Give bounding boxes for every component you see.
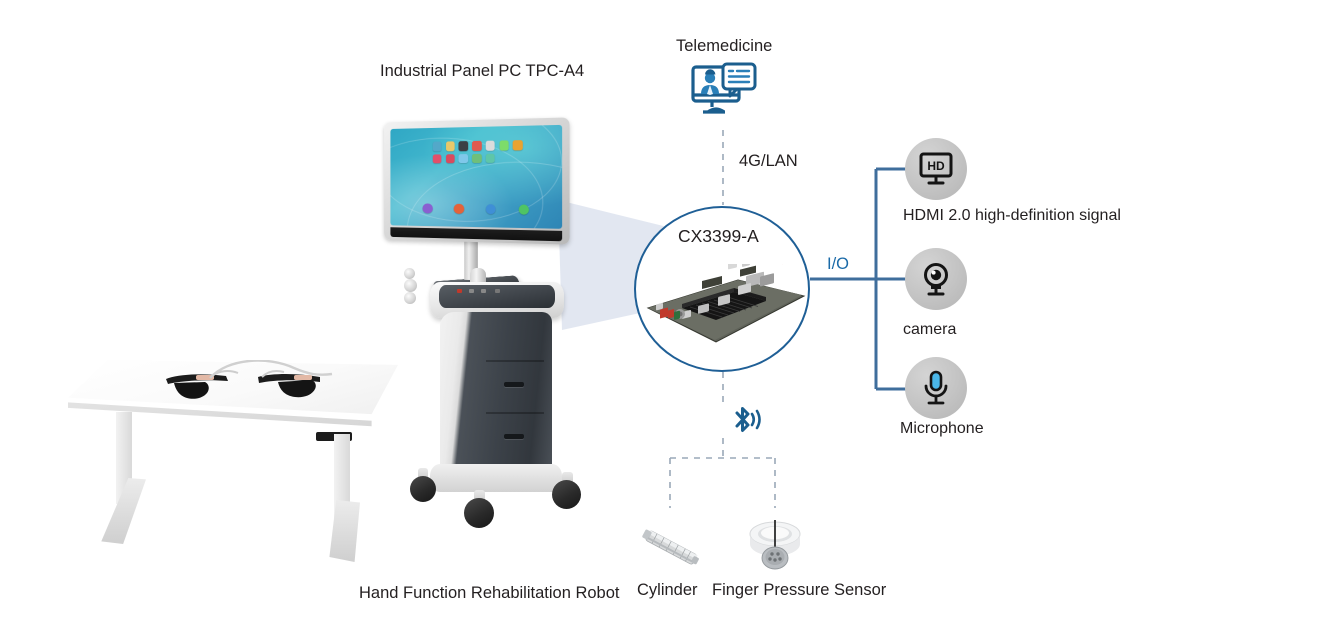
caster-wheel [464, 498, 494, 528]
cart-base-plate [430, 464, 562, 492]
panel-pc-label: Industrial Panel PC TPC-A4 [380, 62, 585, 80]
io-label: I/O [827, 255, 850, 273]
app-icon[interactable] [432, 153, 442, 164]
microphone-label: Microphone [900, 420, 984, 437]
app-icon[interactable] [472, 140, 482, 151]
medical-cart-image [404, 268, 604, 536]
microphone-icon [924, 370, 948, 405]
app-icon[interactable] [472, 153, 482, 164]
camera-label: camera [903, 321, 957, 338]
app-icon[interactable] [432, 141, 442, 152]
app-icon[interactable] [445, 153, 455, 164]
microphone-badge[interactable] [905, 357, 967, 419]
bluetooth-icon [735, 407, 761, 432]
glove-cable [209, 360, 333, 379]
finger-pressure-sensor-image [749, 520, 801, 570]
app-icon[interactable] [458, 141, 469, 151]
dock-icon[interactable] [453, 203, 464, 214]
caster-wheel [410, 476, 436, 502]
telemedicine-label: Telemedicine [676, 37, 773, 55]
telemedicine-monitor-icon [691, 62, 757, 114]
dock-icon[interactable] [518, 203, 530, 215]
board-label: CX3399-A [678, 226, 759, 246]
desk-foot [329, 500, 360, 562]
rehab-glove-right [258, 370, 320, 398]
hd-monitor-icon: HD [919, 152, 953, 185]
rehabilitation-desk-image [68, 360, 418, 562]
camera-badge[interactable] [905, 248, 967, 310]
webcam-icon [924, 263, 948, 296]
hdmi-badge[interactable]: HD [905, 138, 967, 200]
panel-pc-screen [390, 124, 563, 229]
finger-sensor-label: Finger Pressure Sensor [712, 581, 887, 599]
app-icon[interactable] [513, 140, 523, 151]
svg-text:HD: HD [927, 159, 945, 173]
cart-body [440, 312, 552, 470]
panel-pc-chin [390, 227, 563, 242]
dock-icon[interactable] [422, 202, 433, 214]
cylinder-label: Cylinder [637, 581, 698, 599]
hdmi-label: HDMI 2.0 high-definition signal [903, 207, 1121, 224]
app-icon[interactable] [445, 141, 455, 151]
app-icon[interactable] [499, 140, 509, 151]
circuit-board-image [646, 264, 806, 343]
app-icon[interactable] [485, 140, 496, 151]
panel-pc-bezel [384, 117, 570, 245]
panel-pc-dock [422, 202, 530, 215]
cylinder-image [642, 529, 699, 565]
caster-wheel [552, 480, 581, 509]
robot-label: Hand Function Rehabilitation Robot [359, 584, 620, 602]
app-icon[interactable] [458, 153, 469, 164]
network-label: 4G/LAN [739, 152, 798, 170]
app-icon[interactable] [485, 153, 496, 164]
dock-icon[interactable] [485, 203, 497, 215]
cx3399a-highlight-circle [634, 206, 810, 372]
panel-pc-app-grid [432, 140, 530, 164]
cart-tray-surface [439, 285, 555, 308]
